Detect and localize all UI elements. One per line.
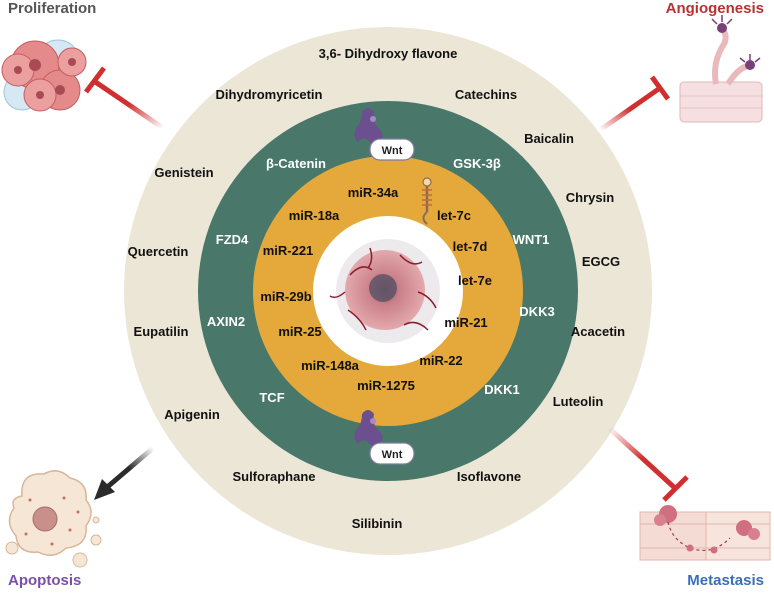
compound-label: Acacetin	[571, 324, 625, 339]
compound-label: EGCG	[582, 254, 620, 269]
proliferation-label: Proliferation	[8, 0, 97, 17]
mirna-label: miR-34a	[348, 185, 399, 200]
wnt-receptor-top-icon	[354, 108, 383, 145]
apoptosis-label: Apoptosis	[8, 572, 82, 589]
pathway-label: TCF	[259, 390, 284, 405]
compound-label: Genistein	[154, 165, 213, 180]
compound-label: 3,6- Dihydroxy flavone	[319, 46, 458, 61]
wnt-label-top: Wnt	[382, 145, 403, 157]
inhibit-arrow-proliferation	[84, 66, 165, 131]
mirna-label: miR-29b	[260, 289, 311, 304]
compound-label: Sulforaphane	[232, 469, 315, 484]
pathway-label: β-Catenin	[266, 156, 326, 171]
pathway-label: DKK3	[519, 304, 554, 319]
compound-label: Chrysin	[566, 190, 614, 205]
apoptotic-cell-icon	[5, 470, 102, 568]
mirna-label: let-7d	[453, 239, 488, 254]
metastasis-vessel-icon	[639, 505, 771, 561]
inner-labels: miR-34a let-7c miR-18a let-7d miR-221 le…	[260, 185, 492, 393]
compound-label: Quercetin	[128, 244, 189, 259]
mirna-label: miR-1275	[357, 378, 415, 393]
tumor-cell-icon	[329, 239, 440, 343]
pathway-label: WNT1	[513, 232, 550, 247]
pathway-label: AXIN2	[207, 314, 245, 329]
compound-label: Baicalin	[524, 131, 574, 146]
middle-labels: β-Catenin GSK-3β FZD4 WNT1 AXIN2 DKK3 TC…	[207, 156, 555, 405]
wnt-badge-top	[369, 138, 415, 161]
mirna-label: let-7e	[458, 273, 492, 288]
pathway-label: GSK-3β	[453, 156, 501, 171]
wnt-label-bottom: Wnt	[382, 449, 403, 461]
compound-label: Dihydromyricetin	[216, 87, 323, 102]
compound-label: Eupatilin	[134, 324, 189, 339]
mirna-hairpin-icon	[422, 177, 432, 225]
mirna-label: miR-221	[263, 243, 314, 258]
inhibit-arrow-angiogenesis	[598, 75, 671, 133]
mirna-label: miR-18a	[289, 208, 340, 223]
compound-label: Apigenin	[164, 407, 220, 422]
compound-label: Catechins	[455, 87, 517, 102]
pathway-label: FZD4	[216, 232, 249, 247]
promote-arrow-apoptosis	[94, 446, 155, 500]
compound-label: Luteolin	[553, 394, 604, 409]
mirna-label: miR-148a	[301, 358, 360, 373]
metastasis-label: Metastasis	[687, 572, 764, 589]
mirna-label: let-7c	[437, 208, 471, 223]
mirna-label: miR-22	[419, 353, 462, 368]
mirna-label: miR-25	[278, 324, 321, 339]
blood-vessel-icon	[679, 15, 763, 123]
outer-labels: 3,6- Dihydroxy flavone Dihydromyricetin …	[128, 46, 625, 531]
angiogenesis-label: Angiogenesis	[665, 0, 764, 17]
wnt-badge-bottom	[369, 442, 415, 465]
compound-label: Silibinin	[352, 516, 403, 531]
inhibit-arrow-metastasis	[607, 426, 689, 502]
cell-cluster-icon	[1, 39, 87, 112]
wnt-receptor-bottom-icon	[354, 410, 383, 447]
mirna-label: miR-21	[444, 315, 487, 330]
compound-label: Isoflavone	[457, 469, 521, 484]
pathway-label: DKK1	[484, 382, 519, 397]
